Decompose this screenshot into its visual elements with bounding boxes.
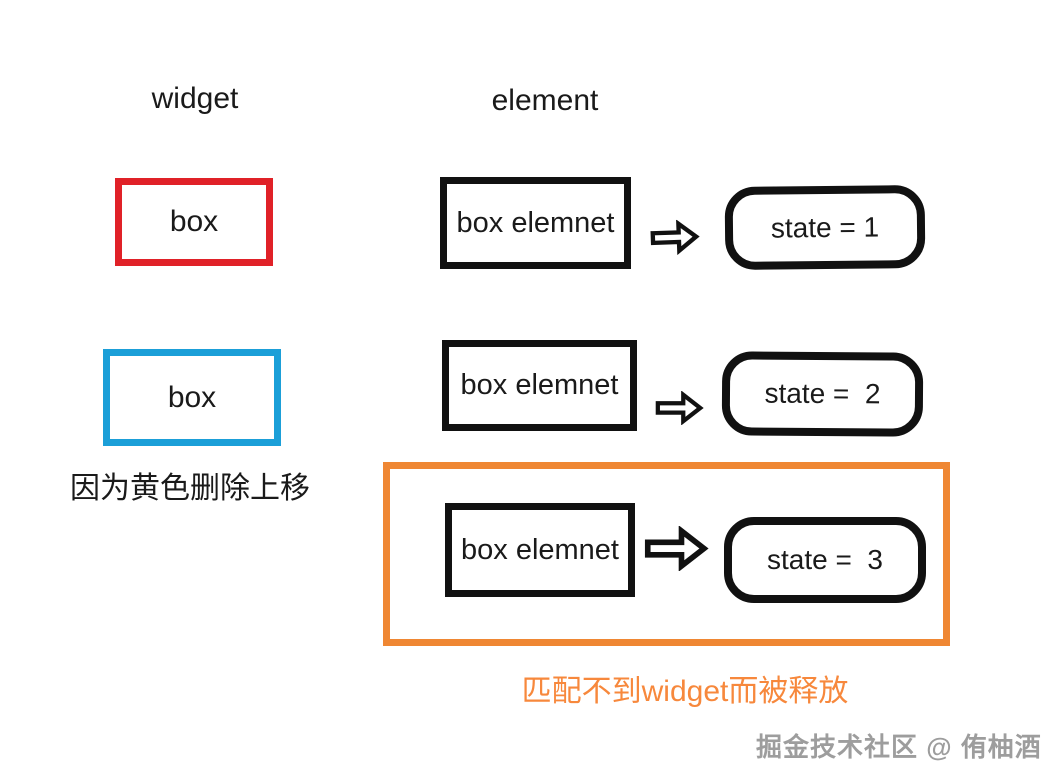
widget-box-red: box xyxy=(115,178,273,266)
widget-box-label: box xyxy=(169,205,219,238)
widget-column-header: widget xyxy=(151,82,239,115)
state-label: state = 3 xyxy=(767,544,883,575)
state-label: state = 1 xyxy=(770,210,880,244)
caption-blue-box-note: 因为黄色删除上移 xyxy=(70,472,310,505)
widget-box-blue: box xyxy=(103,349,281,446)
state-box-3: state = 3 xyxy=(724,517,926,603)
released-group-frame xyxy=(383,462,950,646)
watermark-text: 掘金技术社区 @ 侑柚酒 xyxy=(756,732,1042,762)
arrow-right-icon xyxy=(644,526,709,571)
caption-released-note: 匹配不到widget而被释放 xyxy=(521,675,849,708)
element-box-label: box elemnet xyxy=(460,369,619,401)
widget-box-label: box xyxy=(167,380,217,414)
arrow-right-icon xyxy=(649,219,700,256)
state-label: state = 2 xyxy=(764,377,881,410)
element-box-label: box elemnet xyxy=(461,533,619,566)
state-box-2: state = 2 xyxy=(721,351,924,437)
element-column-header: element xyxy=(491,84,599,117)
element-box-3: box elemnet xyxy=(445,503,635,597)
element-box-1: box elemnet xyxy=(440,177,631,269)
arrow-right-icon xyxy=(655,391,704,425)
element-box-label: box elemnet xyxy=(456,206,615,239)
state-box-1: state = 1 xyxy=(724,184,926,271)
element-box-2: box elemnet xyxy=(442,340,637,431)
